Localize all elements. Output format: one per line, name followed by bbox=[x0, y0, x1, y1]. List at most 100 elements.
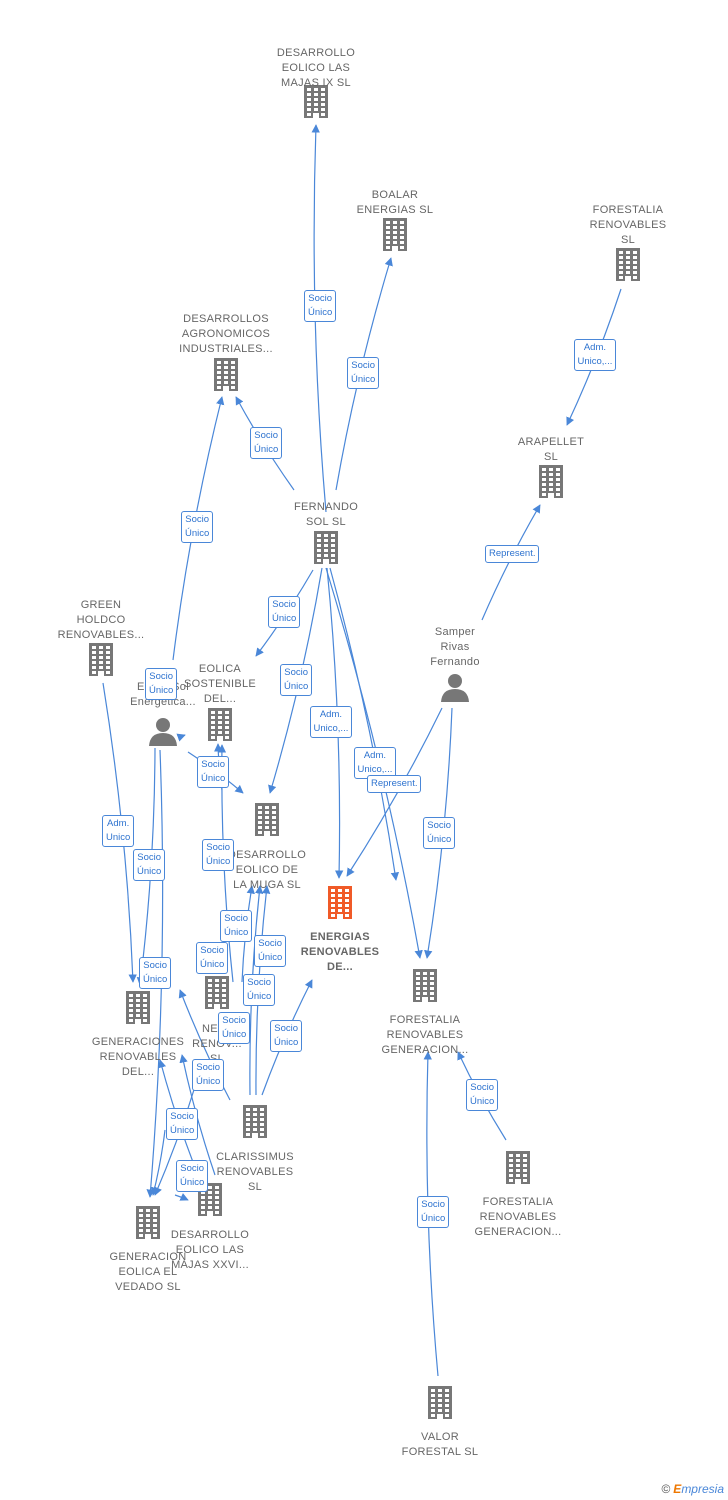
relation-tag-line: Único bbox=[201, 773, 226, 784]
building-icon[interactable] bbox=[205, 707, 235, 741]
relation-tag[interactable]: Adm. Unico,... bbox=[353, 747, 397, 779]
relation-tag-line: Unico,... bbox=[313, 723, 349, 734]
building-icon[interactable] bbox=[211, 357, 241, 391]
building-icon[interactable] bbox=[613, 247, 643, 281]
relation-tag[interactable]: Represent. bbox=[485, 545, 540, 563]
building-icon[interactable] bbox=[252, 802, 282, 836]
building-icon[interactable] bbox=[240, 1104, 270, 1138]
relation-tag-line: Único bbox=[137, 866, 162, 877]
relation-tag-line: Adm. bbox=[107, 818, 130, 829]
node-label-line: FORESTALIA bbox=[482, 1196, 554, 1208]
relation-tag-line: Socio bbox=[206, 842, 231, 853]
relation-tag-line: Unico bbox=[106, 832, 131, 843]
relation-tag-line: Único bbox=[308, 307, 333, 318]
node-label-line: RENOVABLES bbox=[479, 1211, 557, 1223]
node-label-line: AGRONOMICOS bbox=[181, 328, 271, 340]
building-icon[interactable] bbox=[425, 1385, 455, 1419]
node-label-majas9[interactable]: DESARROLLO EOLICO LAS MAJAS IX SL bbox=[241, 46, 391, 91]
building-icon[interactable] bbox=[380, 217, 410, 251]
relation-tag-line: Socio bbox=[351, 360, 376, 371]
node-label-line: DESARROLLO bbox=[276, 47, 356, 59]
building-icon[interactable] bbox=[311, 530, 341, 564]
node-label-line: GREEN bbox=[80, 599, 122, 611]
relation-edge bbox=[178, 989, 231, 1101]
node-label-line: EOLICO LAS bbox=[281, 62, 351, 74]
relation-tag[interactable]: Adm.Unico,... bbox=[309, 706, 353, 738]
relation-tag-line: Único bbox=[170, 1125, 195, 1136]
building-icon[interactable] bbox=[536, 464, 566, 498]
relation-tag-line: Adm. bbox=[363, 750, 387, 761]
relation-tag[interactable]: Adm. Unico bbox=[102, 815, 135, 847]
building-icon[interactable] bbox=[123, 990, 153, 1024]
relation-tag-line: Único bbox=[149, 685, 174, 696]
node-label-line: RENOVABLES bbox=[300, 946, 380, 958]
building-icon[interactable] bbox=[86, 642, 116, 676]
relation-tag[interactable]: Adm.Unico,... bbox=[573, 339, 617, 371]
node-label-line: RENOVABLES bbox=[99, 1051, 177, 1063]
relation-tag-line: Socio bbox=[470, 1082, 495, 1093]
relation-tag-line: Único bbox=[185, 528, 210, 539]
building-icon[interactable] bbox=[503, 1150, 533, 1184]
relation-tag-line: Unico,... bbox=[357, 764, 393, 775]
relation-tag-line: Socio bbox=[185, 514, 210, 525]
building-icon[interactable] bbox=[133, 1205, 163, 1239]
footer-brand[interactable]: ©Empresia bbox=[661, 1482, 724, 1496]
building-icon[interactable] bbox=[410, 968, 440, 1002]
relation-tag-line: Socio bbox=[254, 430, 279, 441]
node-label-line: MAJAS XXVI... bbox=[171, 1259, 249, 1271]
relation-tag-line: Único bbox=[427, 834, 452, 845]
relation-tag[interactable]: Represent. bbox=[367, 775, 422, 793]
node-label-line: MAJAS IX SL bbox=[281, 77, 351, 89]
building-icon[interactable] bbox=[301, 84, 331, 118]
relation-tag-line: Socio bbox=[427, 820, 452, 831]
person-icon[interactable] bbox=[148, 716, 178, 750]
person-icon[interactable] bbox=[440, 672, 470, 706]
building-icon[interactable] bbox=[202, 975, 232, 1009]
node-label-line: FORESTAL SL bbox=[401, 1446, 479, 1458]
node-label-line: BOALAR bbox=[371, 189, 419, 201]
node-label-line: RENOVABLES... bbox=[57, 629, 145, 641]
relation-tag-line: Único bbox=[272, 613, 297, 624]
building-icon[interactable] bbox=[325, 885, 355, 919]
